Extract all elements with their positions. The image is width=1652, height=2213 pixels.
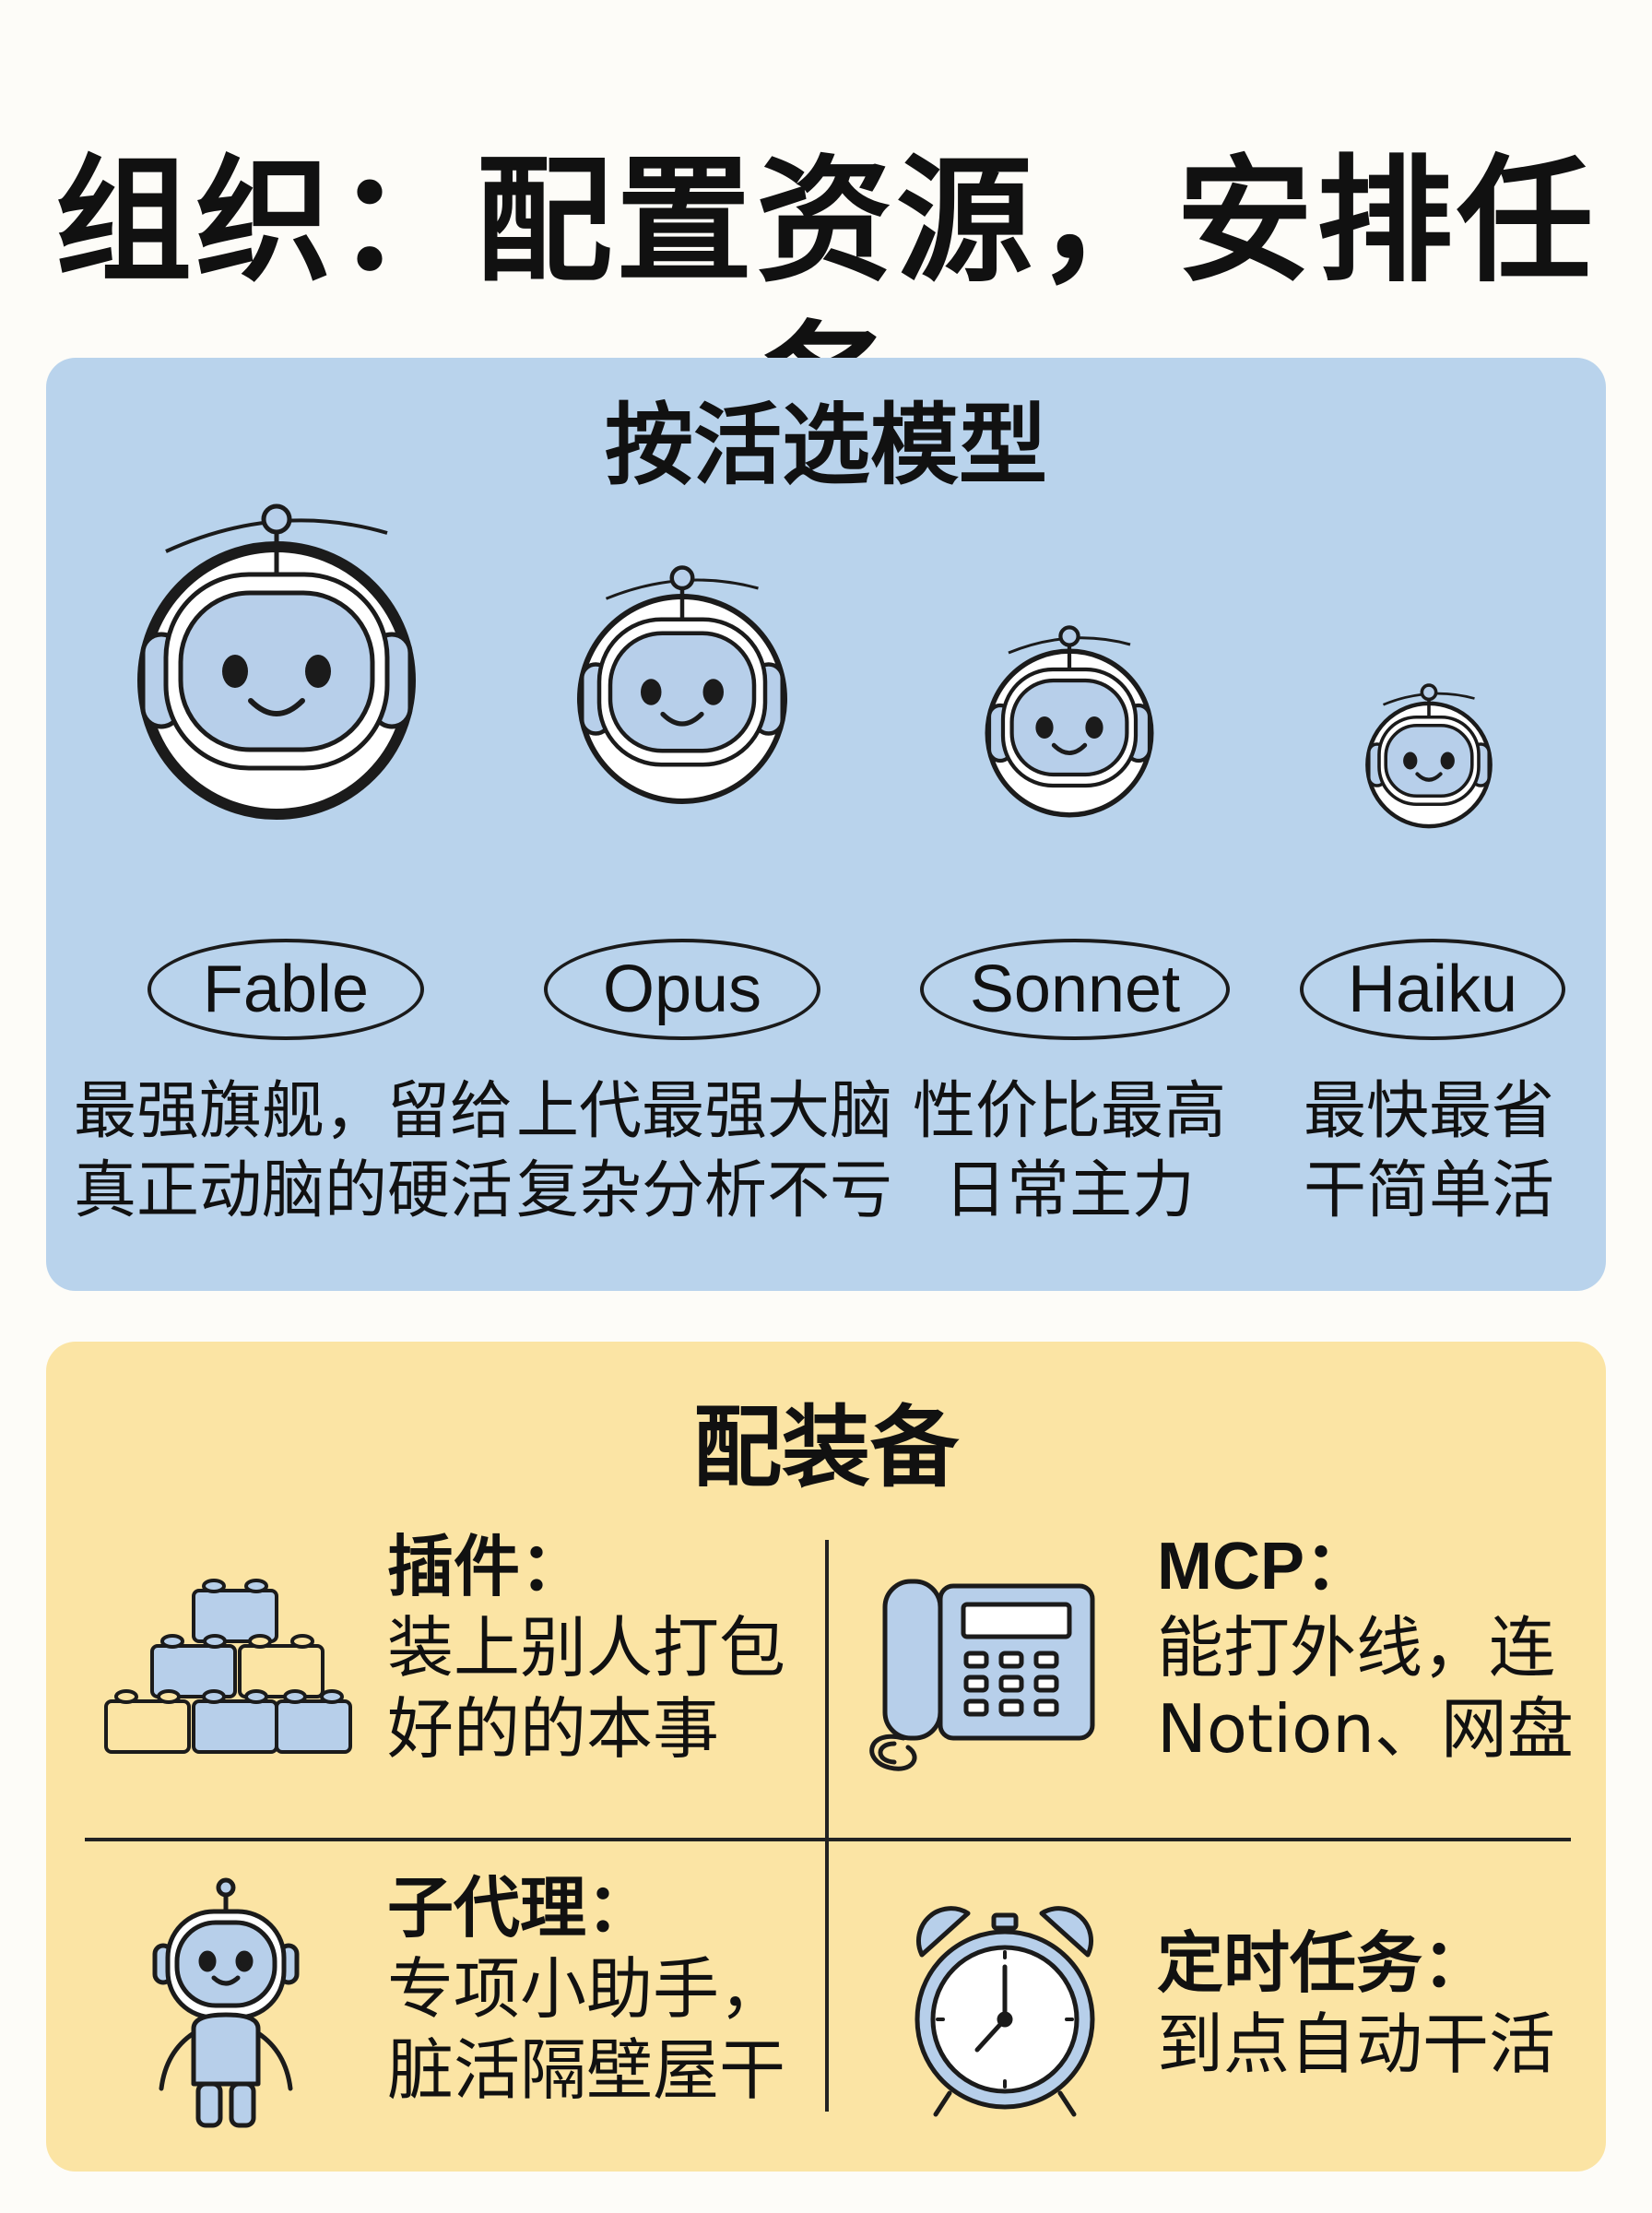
model-name-haiku: Haiku — [1300, 939, 1565, 1040]
building-blocks-icon — [101, 1568, 360, 1774]
telephone-icon — [867, 1563, 1106, 1779]
model-name-sonnet: Sonnet — [920, 939, 1230, 1040]
grid-divider-horizontal — [85, 1838, 1571, 1841]
model-description-fable: 最强旗舰，留给 真正动脑的硬活 — [74, 1075, 513, 1227]
model-card-sonnet[interactable]: Sonnet 性价比最高 日常主力 — [894, 358, 1230, 1291]
equipment-panel: 配装备 插件： 装上别人打 — [46, 1342, 1606, 2172]
model-name-fable: Fable — [148, 939, 424, 1040]
equipment-section-title: 配装备 — [693, 1396, 959, 1499]
plugins-item: 插件： 装上别人打包 好的的本事 — [387, 1528, 786, 1768]
model-name-opus: Opus — [544, 939, 820, 1040]
tiny-robot-icon — [1365, 683, 1493, 829]
model-description-haiku: 最快最省 干简单活 — [1303, 1075, 1554, 1227]
alarm-clock-icon — [903, 1904, 1106, 2129]
model-card-haiku[interactable]: Haiku 最快最省 干简单活 — [1281, 358, 1576, 1291]
subagent-item: 子代理： 专项小助手， 脏活隔壁屋干 — [387, 1869, 786, 2109]
mcp-item: MCP： 能打外线，连 Notion、网盘 — [1157, 1530, 1574, 1768]
grid-divider-vertical — [825, 1540, 829, 2112]
small-robot-icon — [148, 1876, 304, 2138]
medium-robot-icon — [577, 565, 787, 804]
models-panel: 按活选模型 Fable 最强旗舰，留给 真正动脑的硬活 — [46, 358, 1606, 1291]
model-description-sonnet: 性价比最高 日常主力 — [912, 1075, 1226, 1227]
models-section-title: 按活选模型 — [605, 394, 1047, 497]
scheduled-task-item: 定时任务： 到点自动干活 — [1157, 1924, 1556, 2083]
model-card-fable[interactable]: Fable 最强旗舰，留给 真正动脑的硬活 — [74, 358, 513, 1291]
small-robot-icon — [985, 625, 1154, 818]
model-description-opus: 上代最强大脑 复杂分析不亏 — [516, 1075, 893, 1227]
large-robot-icon — [137, 503, 416, 820]
model-card-opus[interactable]: Opus 上代最强大脑 复杂分析不亏 — [516, 358, 893, 1291]
